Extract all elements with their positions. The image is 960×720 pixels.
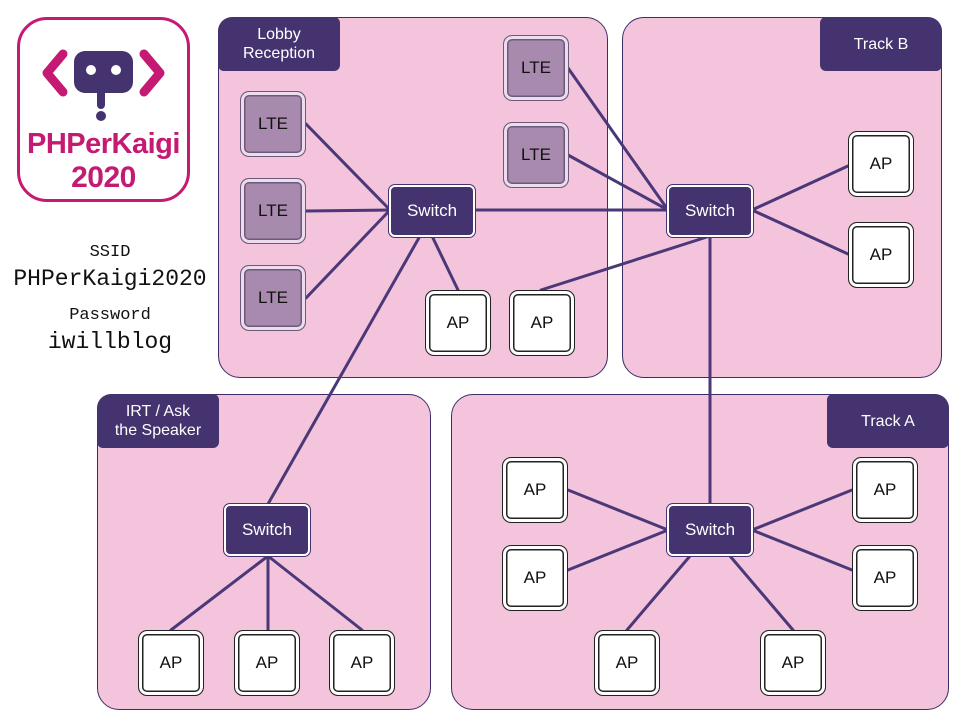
- password-value: iwillblog: [47, 329, 173, 355]
- link-ap-lobby2-switch-b: [539, 234, 712, 292]
- lte-node: LTE: [240, 91, 306, 157]
- link-switch-irt-ap1: [169, 554, 270, 632]
- ap-node: AP: [329, 630, 395, 696]
- ap-node: AP: [852, 545, 918, 611]
- zone-label-track-b: Track B: [820, 17, 942, 71]
- link-switch-a-ap-left2: [566, 528, 670, 572]
- link-lte5-switch-b: [566, 153, 670, 212]
- ap-node: AP: [848, 131, 914, 197]
- ap-node: AP: [509, 290, 575, 356]
- ap-node: AP: [594, 630, 660, 696]
- zone-label-track-a: Track A: [827, 394, 949, 448]
- link-lte3-switch-lobby: [304, 208, 392, 300]
- ap-node: AP: [138, 630, 204, 696]
- ap-node: AP: [848, 222, 914, 288]
- link-switch-a-ap-right1: [750, 488, 854, 532]
- link-lte1-switch-lobby: [304, 122, 392, 212]
- phperkaigi-logo: PHPerKaigi 2020: [17, 17, 190, 202]
- link-switch-a-ap-left1: [566, 488, 670, 532]
- link-switch-lobby-ap: [430, 234, 460, 292]
- lte-node: LTE: [503, 35, 569, 101]
- ssid-label: SSID: [89, 243, 131, 262]
- link-switch-irt-ap3: [266, 554, 364, 632]
- link-lte2-switch-lobby: [304, 208, 392, 213]
- link-switch-lobby-switch-irt: [266, 234, 422, 506]
- zone-label-lobby: Lobby Reception: [218, 17, 340, 71]
- ssid-value: PHPerKaigi2020: [13, 266, 207, 292]
- ap-node: AP: [502, 457, 568, 523]
- link-lte4-switch-b: [566, 66, 670, 212]
- ap-node: AP: [852, 457, 918, 523]
- link-switch-a-ap-right2: [750, 528, 854, 572]
- lte-node: LTE: [240, 178, 306, 244]
- zone-label-irt: IRT / Ask the Speaker: [97, 394, 219, 448]
- lte-node: LTE: [240, 265, 306, 331]
- lte-node: LTE: [503, 122, 569, 188]
- logo-year: 2020: [71, 161, 136, 194]
- switch-track-b: Switch: [667, 185, 753, 237]
- link-switch-a-ap-bottom2: [728, 554, 795, 632]
- ap-node: AP: [234, 630, 300, 696]
- ap-node: AP: [760, 630, 826, 696]
- switch-track-a: Switch: [667, 504, 753, 556]
- ap-node: AP: [425, 290, 491, 356]
- logo-title: PHPerKaigi: [27, 128, 180, 160]
- link-switch-a-ap-bottom1: [625, 554, 692, 632]
- ap-node: AP: [502, 545, 568, 611]
- password-label: Password: [69, 306, 151, 325]
- link-switch-b-ap2: [750, 208, 850, 256]
- chat-bubble-question-icon: [42, 49, 165, 121]
- switch-lobby: Switch: [389, 185, 475, 237]
- link-switch-b-ap1: [750, 164, 850, 212]
- switch-irt: Switch: [224, 504, 310, 556]
